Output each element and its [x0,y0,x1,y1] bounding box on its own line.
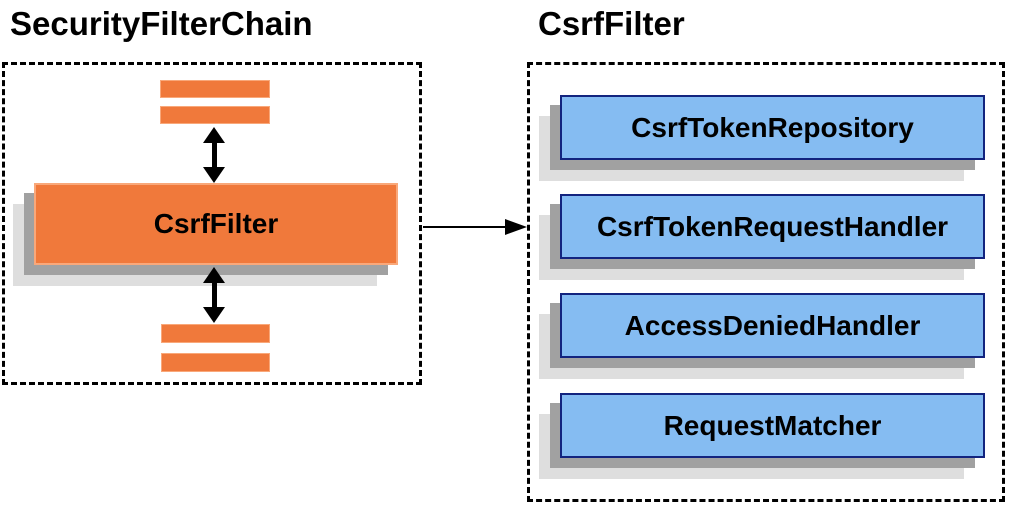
filter-chain-bar-top-1 [160,80,270,98]
request-matcher-box: RequestMatcher [560,393,985,458]
csrf-filter-box: CsrfFilter [34,183,398,265]
component-label: AccessDeniedHandler [624,309,921,341]
arrow-head-down-icon [203,307,225,323]
arrow-shaft [211,143,217,167]
arrow-head-down-icon [203,167,225,183]
flow-arrow [423,219,527,235]
component-label: RequestMatcher [663,409,882,441]
arrow-head-right-icon [505,219,527,235]
csrf-filter-box-label: CsrfFilter [153,208,279,239]
arrow-head-up-icon [203,267,225,283]
csrf-filter-group [527,62,1005,502]
component-label: CsrfTokenRequestHandler [596,210,949,242]
up-down-arrow-bottom [203,267,225,323]
access-denied-handler-box: AccessDeniedHandler [560,293,985,358]
arrow-shaft [423,226,505,228]
csrf-filter-title: CsrfFilter [538,5,685,42]
component-label: CsrfTokenRepository [631,111,914,143]
csrf-token-repository-box: CsrfTokenRepository [560,95,985,160]
security-filter-chain-title: SecurityFilterChain [10,5,313,42]
csrf-token-request-handler-box: CsrfTokenRequestHandler [560,194,985,259]
filter-chain-bar-bottom-2 [161,353,270,372]
security-filter-chain-group [2,62,422,385]
arrow-head-up-icon [203,127,225,143]
up-down-arrow-top [203,127,225,183]
arrow-shaft [211,283,217,307]
filter-chain-bar-bottom-1 [161,324,270,343]
filter-chain-bar-top-2 [160,106,270,124]
